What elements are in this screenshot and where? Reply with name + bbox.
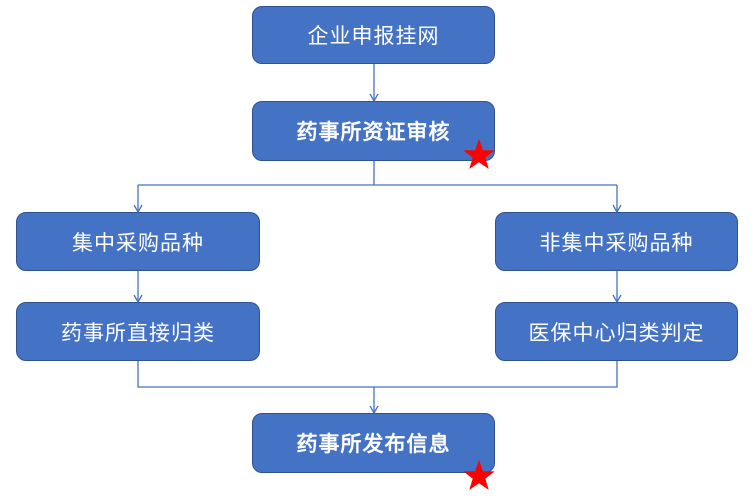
node-medical-insurance-classification: 医保中心归类判定 [495,302,738,361]
node-pharmacy-direct-classification: 药事所直接归类 [16,302,260,361]
node-enterprise-listing-label: 企业申报挂网 [307,24,440,48]
branch-split-line [138,161,617,186]
node-pharmacy-direct-classification-label: 药事所直接归类 [61,320,215,345]
node-centralized-variety-label: 集中采购品种 [72,230,204,255]
star-icon [463,139,495,169]
node-non-centralized-variety: 非集中采购品种 [495,212,738,271]
node-enterprise-listing: 企业申报挂网 [252,6,495,64]
node-non-centralized-variety-label: 非集中采购品种 [539,230,694,255]
star-icon [463,460,495,490]
branch-merge-line [137,361,618,388]
node-pharmacy-review-label: 药事所资证审核 [296,120,451,144]
node-pharmacy-publish-label: 药事所发布信息 [296,432,451,456]
node-centralized-variety: 集中采购品种 [16,212,260,271]
node-medical-insurance-classification-label: 医保中心归类判定 [528,320,705,345]
node-pharmacy-review: 药事所资证审核 [252,101,495,161]
node-pharmacy-publish: 药事所发布信息 [252,413,495,473]
